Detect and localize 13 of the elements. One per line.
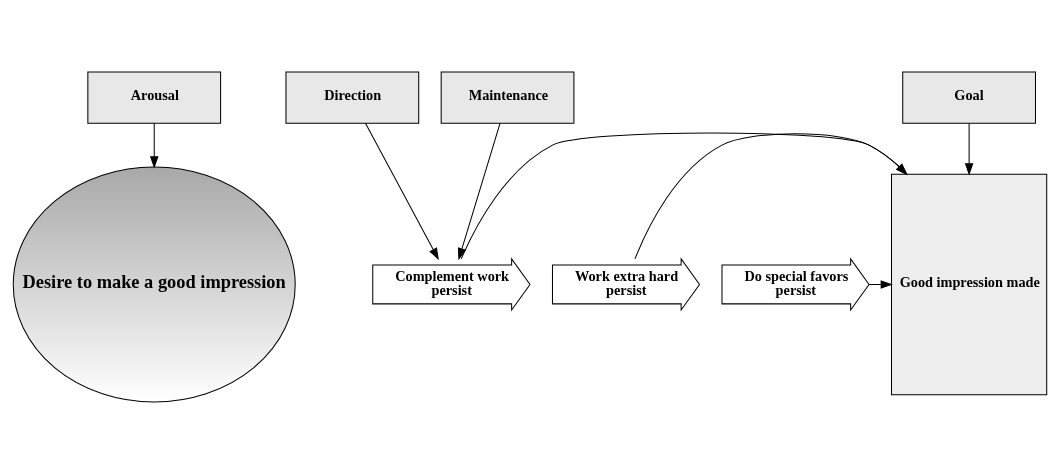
arrow — [365, 122, 439, 261]
arrow — [457, 122, 501, 261]
node-box: Goal — [902, 71, 1036, 124]
node-box: Maintenance — [440, 71, 575, 124]
node-box: Arousal — [87, 71, 222, 124]
arrow — [964, 122, 974, 176]
arrow — [634, 133, 908, 260]
arrow — [149, 122, 159, 169]
node-ellipse: Desire to make a good impression — [12, 166, 296, 403]
arrow — [460, 132, 908, 260]
node-box: Good impression made — [891, 173, 1048, 396]
arrow — [868, 280, 893, 289]
node-box: Direction — [285, 71, 420, 124]
